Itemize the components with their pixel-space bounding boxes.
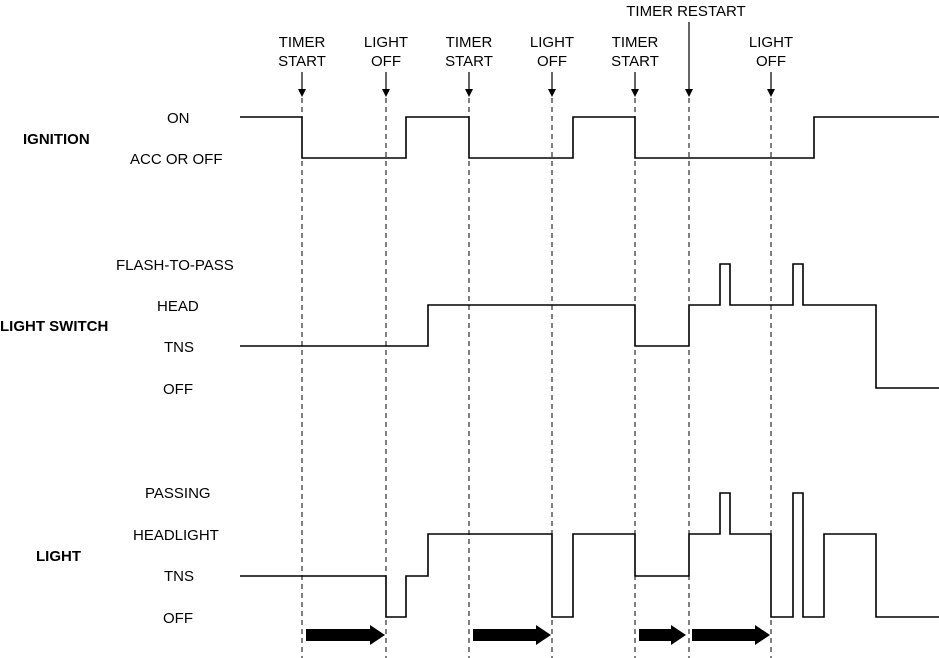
marker-light-off-3-line2: OFF xyxy=(756,53,786,70)
ignition-state-on: ON xyxy=(167,110,190,127)
ignition-title: IGNITION xyxy=(23,131,90,148)
light-state-passing: PASSING xyxy=(145,485,211,502)
marker-arrowhead-3 xyxy=(465,89,473,97)
timer-duration-arrows xyxy=(306,625,770,645)
marker-timer-start-2-line2: START xyxy=(445,53,493,70)
light-state-headlight: HEADLIGHT xyxy=(133,527,219,544)
light-switch-section: LIGHT SWITCH FLASH-TO-PASS HEAD TNS OFF xyxy=(0,257,939,398)
marker-light-off-3-line1: LIGHT xyxy=(749,34,793,51)
light-switch-waveform xyxy=(240,263,939,389)
ignition-section: IGNITION ON ACC OR OFF xyxy=(23,110,939,168)
light-state-tns: TNS xyxy=(164,568,194,585)
marker-timer-start-1-line2: START xyxy=(278,53,326,70)
marker-light-off-2-line1: LIGHT xyxy=(530,34,574,51)
guide-lines xyxy=(301,98,772,658)
marker-timer-start-2-line1: TIMER xyxy=(446,34,493,51)
light-switch-state-head: HEAD xyxy=(157,298,199,315)
light-switch-state-tns: TNS xyxy=(164,339,194,356)
marker-timer-restart: TIMER RESTART xyxy=(626,3,745,20)
marker-timer-start-3-line2: START xyxy=(611,53,659,70)
marker-light-off-1-line1: LIGHT xyxy=(364,34,408,51)
marker-arrowhead-2 xyxy=(382,89,390,97)
marker-timer-start-3-line1: TIMER xyxy=(612,34,659,51)
marker-arrowhead-5 xyxy=(631,89,639,97)
light-waveform xyxy=(240,492,939,618)
ignition-state-acc-or-off: ACC OR OFF xyxy=(130,151,223,168)
timer-arrow-2 xyxy=(473,625,551,645)
marker-light-off-2-line2: OFF xyxy=(537,53,567,70)
light-switch-state-flash-to-pass: FLASH-TO-PASS xyxy=(116,257,234,274)
marker-arrowhead-7 xyxy=(767,89,775,97)
timer-arrow-1 xyxy=(306,625,385,645)
timer-arrow-3 xyxy=(639,625,686,645)
timer-arrow-4 xyxy=(692,625,770,645)
marker-labels: TIMER START LIGHT OFF TIMER START LIGHT … xyxy=(278,3,793,70)
light-state-off: OFF xyxy=(163,610,193,627)
marker-arrows xyxy=(298,22,775,97)
light-switch-state-off: OFF xyxy=(163,381,193,398)
marker-timer-start-1-line1: TIMER xyxy=(279,34,326,51)
marker-arrowhead-6 xyxy=(685,89,693,97)
marker-arrowhead-1 xyxy=(298,89,306,97)
ignition-waveform xyxy=(240,116,939,159)
marker-light-off-1-line2: OFF xyxy=(371,53,401,70)
marker-arrowhead-4 xyxy=(548,89,556,97)
light-switch-title: LIGHT SWITCH xyxy=(0,318,108,335)
light-section: LIGHT PASSING HEADLIGHT TNS OFF xyxy=(36,485,939,627)
light-title: LIGHT xyxy=(36,548,81,565)
